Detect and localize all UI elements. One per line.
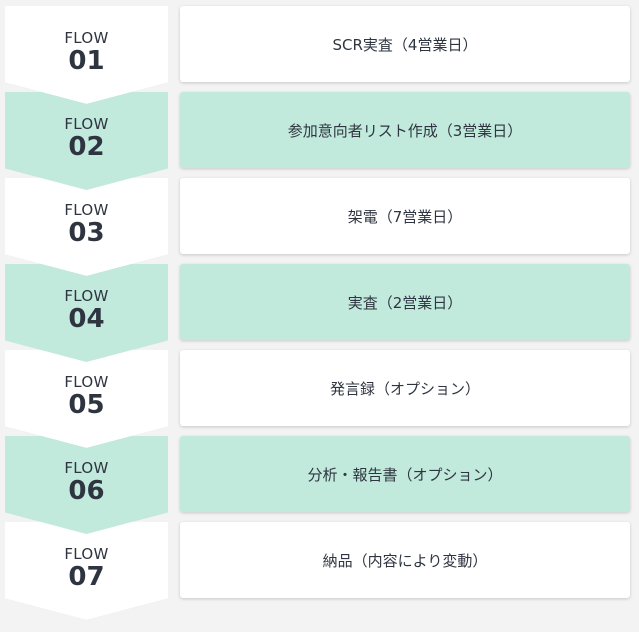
badge-chevron bbox=[5, 92, 168, 190]
badge-chevron bbox=[5, 264, 168, 362]
badge-chevron bbox=[5, 522, 168, 620]
step-card: SCR実査（4営業日） bbox=[180, 6, 630, 82]
flow-step-05: FLOW 05 発言録（オプション） bbox=[0, 350, 639, 460]
step-card: 実査（2営業日） bbox=[180, 264, 630, 340]
step-description: 実査（2営業日） bbox=[347, 293, 463, 312]
badge-chevron bbox=[5, 436, 168, 534]
step-card: 分析・報告書（オプション） bbox=[180, 436, 630, 512]
step-description: 架電（7営業日） bbox=[347, 207, 463, 226]
flow-step-04: FLOW 04 実査（2営業日） bbox=[0, 264, 639, 374]
flow-label: FLOW bbox=[64, 201, 109, 219]
step-badge: FLOW 04 bbox=[5, 264, 168, 362]
flow-label: FLOW bbox=[64, 287, 109, 305]
flow-label: FLOW bbox=[64, 115, 109, 133]
flow-step-07: FLOW 07 納品（内容により変動） bbox=[0, 522, 639, 632]
step-number: 05 bbox=[68, 390, 105, 420]
step-number: 07 bbox=[68, 562, 105, 592]
step-card: 発言録（オプション） bbox=[180, 350, 630, 426]
step-card: 参加意向者リスト作成（3営業日） bbox=[180, 92, 630, 168]
step-description: SCR実査（4営業日） bbox=[332, 35, 478, 54]
flow-label: FLOW bbox=[64, 29, 109, 47]
step-number: 04 bbox=[68, 304, 105, 334]
step-badge: FLOW 02 bbox=[5, 92, 168, 190]
step-card: 架電（7営業日） bbox=[180, 178, 630, 254]
flow-step-06: FLOW 06 分析・報告書（オプション） bbox=[0, 436, 639, 546]
step-number: 01 bbox=[68, 46, 105, 76]
step-description: 納品（内容により変動） bbox=[322, 551, 488, 570]
flow-label: FLOW bbox=[64, 545, 109, 563]
step-badge: FLOW 05 bbox=[5, 350, 168, 448]
step-number: 03 bbox=[68, 218, 105, 248]
flow-label: FLOW bbox=[64, 373, 109, 391]
step-description: 参加意向者リスト作成（3営業日） bbox=[287, 121, 523, 140]
badge-chevron bbox=[5, 6, 168, 104]
step-card: 納品（内容により変動） bbox=[180, 522, 630, 598]
flow-label: FLOW bbox=[64, 459, 109, 477]
step-badge: FLOW 06 bbox=[5, 436, 168, 534]
step-badge: FLOW 07 bbox=[5, 522, 168, 620]
step-number: 02 bbox=[68, 132, 105, 162]
step-description: 発言録（オプション） bbox=[329, 379, 480, 398]
flow-step-03: FLOW 03 架電（7営業日） bbox=[0, 178, 639, 288]
step-badge: FLOW 03 bbox=[5, 178, 168, 276]
badge-chevron bbox=[5, 178, 168, 276]
step-description: 分析・報告書（オプション） bbox=[307, 465, 503, 484]
flow-step-02: FLOW 02 参加意向者リスト作成（3営業日） bbox=[0, 92, 639, 202]
flow-step-01: FLOW 01 SCR実査（4営業日） bbox=[0, 6, 639, 116]
step-badge: FLOW 01 bbox=[5, 6, 168, 104]
step-number: 06 bbox=[68, 476, 105, 506]
badge-chevron bbox=[5, 350, 168, 448]
